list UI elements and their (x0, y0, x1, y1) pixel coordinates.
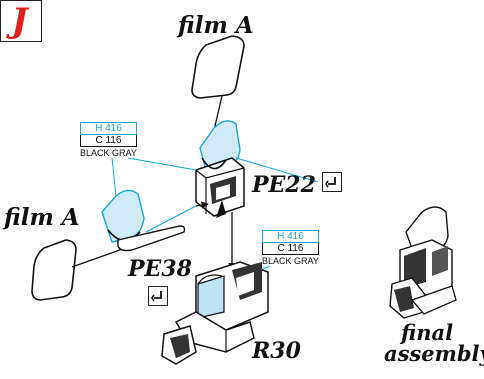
pe22-frame-part (195, 120, 245, 218)
bend-part-icon (322, 172, 342, 192)
label-film-a-left: film A (4, 204, 80, 231)
r30-part (161, 261, 269, 365)
final-assembly-illustration (389, 206, 457, 319)
paint-name: BLACK GRAY (262, 256, 319, 266)
final-line-1: final (400, 320, 454, 345)
film-a-left-shape (31, 239, 77, 301)
paint-callout: H 416 C 116 BLACK GRAY (262, 230, 319, 266)
pe22-callout-line (235, 157, 319, 183)
film-a-top-shape (191, 35, 245, 99)
bend-part-icon (148, 286, 168, 306)
paint-name: BLACK GRAY (80, 148, 137, 158)
label-pe38: PE38 (128, 256, 192, 282)
paint-h-code: H 416 (262, 230, 319, 243)
final-line-2: assembly (384, 341, 484, 366)
label-pe22: PE22 (252, 172, 316, 198)
label-film-a-top: film A (178, 12, 254, 39)
paint-c-code: C 116 (262, 243, 319, 255)
paint-callout: H 416 C 116 BLACK GRAY (80, 122, 137, 158)
label-r30: R30 (252, 338, 301, 364)
paint-leader-1 (111, 157, 117, 197)
paint-h-code: H 416 (80, 122, 137, 135)
label-final-assembly: final assembly (384, 320, 484, 364)
paint-c-code: C 116 (80, 135, 137, 147)
step-letter: J (11, 1, 28, 41)
step-letter-box: J (0, 0, 42, 42)
pe38-part (101, 189, 186, 252)
